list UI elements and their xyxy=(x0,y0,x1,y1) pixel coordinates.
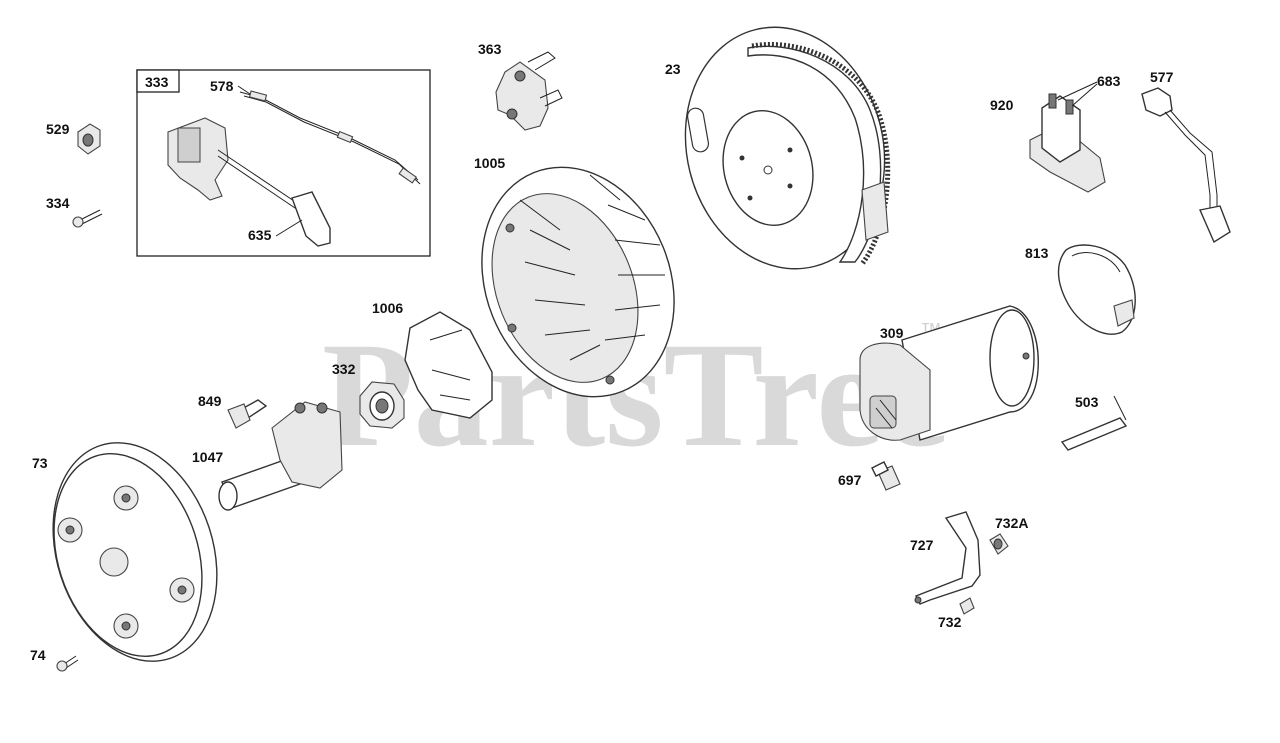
callout-849[interactable]: 849 xyxy=(198,393,222,409)
callout-73[interactable]: 73 xyxy=(32,455,48,471)
callout-1005[interactable]: 1005 xyxy=(474,155,505,171)
callout-23[interactable]: 23 xyxy=(665,61,681,77)
part-74-screw[interactable] xyxy=(56,655,79,672)
callout-577[interactable]: 577 xyxy=(1150,69,1174,85)
callout-683[interactable]: 683 xyxy=(1097,73,1121,89)
part-1047-adapter[interactable] xyxy=(218,401,343,511)
part-332-nut[interactable] xyxy=(359,381,405,429)
part-577-cable[interactable] xyxy=(1141,87,1231,244)
callout-503[interactable]: 503 xyxy=(1075,394,1099,410)
part-732a-nut[interactable] xyxy=(989,533,1009,555)
callout-334[interactable]: 334 xyxy=(46,195,70,211)
part-578-wire-harness[interactable] xyxy=(239,90,421,185)
part-635-ignition-coil[interactable] xyxy=(167,117,331,247)
callout-309[interactable]: 309 xyxy=(880,325,904,341)
callout-529[interactable]: 529 xyxy=(46,121,70,137)
part-1006-cover-plate[interactable] xyxy=(404,311,493,419)
callout-332[interactable]: 332 xyxy=(332,361,356,377)
part-813-clamp[interactable] xyxy=(1057,244,1136,335)
part-732-nut[interactable] xyxy=(959,597,975,615)
part-73-hub-cover[interactable] xyxy=(26,421,244,682)
callout-732[interactable]: 732 xyxy=(938,614,962,630)
callout-732A[interactable]: 732A xyxy=(995,515,1028,531)
callout-813[interactable]: 813 xyxy=(1025,245,1049,261)
callout-578[interactable]: 578 xyxy=(210,78,234,94)
callout-333[interactable]: 333 xyxy=(145,74,169,90)
ignition-kit-box[interactable] xyxy=(136,69,431,257)
part-363-bracket[interactable] xyxy=(495,51,563,131)
callout-635[interactable]: 635 xyxy=(248,227,272,243)
part-334-screw[interactable] xyxy=(72,209,103,228)
part-727-bracket[interactable] xyxy=(914,511,981,605)
part-697-bolt[interactable] xyxy=(871,461,901,491)
part-503-key[interactable] xyxy=(1060,395,1128,451)
part-920-solenoid[interactable] xyxy=(1029,93,1106,193)
part-309-starter-motor[interactable] xyxy=(859,305,1039,441)
callout-74[interactable]: 74 xyxy=(30,647,46,663)
callout-727[interactable]: 727 xyxy=(910,537,934,553)
callout-697[interactable]: 697 xyxy=(838,472,862,488)
part-529-grommet[interactable] xyxy=(77,123,101,155)
part-1005-flywheel-fan[interactable] xyxy=(448,138,707,426)
part-23-flywheel[interactable] xyxy=(660,6,909,290)
part-849-bolt[interactable] xyxy=(227,399,268,429)
callout-920[interactable]: 920 xyxy=(990,97,1014,113)
callout-1047[interactable]: 1047 xyxy=(192,449,223,465)
callout-1006[interactable]: 1006 xyxy=(372,300,403,316)
callout-363[interactable]: 363 xyxy=(478,41,502,57)
